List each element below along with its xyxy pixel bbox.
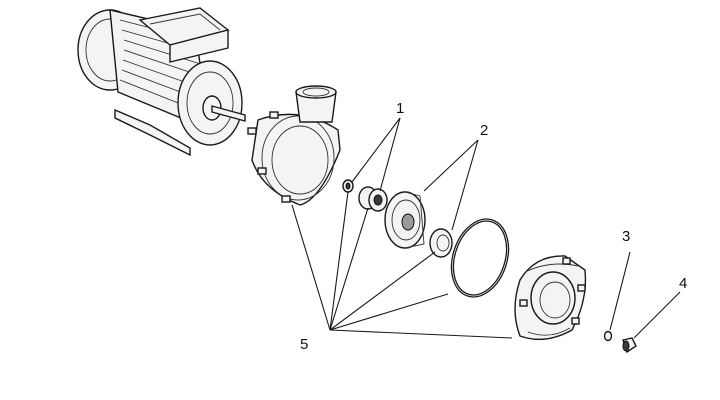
drain-plug bbox=[622, 337, 637, 354]
o-ring bbox=[450, 218, 510, 298]
callout-3: 3 bbox=[622, 228, 630, 245]
wear-ring bbox=[429, 228, 453, 258]
mechanical-seal bbox=[358, 186, 388, 212]
pump-housing bbox=[247, 85, 341, 206]
front-cover bbox=[514, 255, 587, 341]
seal-ring-small bbox=[342, 179, 354, 193]
impeller bbox=[384, 191, 426, 249]
drain-o-ring bbox=[603, 330, 613, 342]
motor bbox=[77, 7, 246, 157]
callout-2: 2 bbox=[480, 122, 488, 139]
leader-lines bbox=[291, 117, 681, 339]
callout-4: 4 bbox=[679, 275, 687, 292]
callout-5: 5 bbox=[300, 336, 308, 353]
callout-1: 1 bbox=[396, 100, 404, 117]
